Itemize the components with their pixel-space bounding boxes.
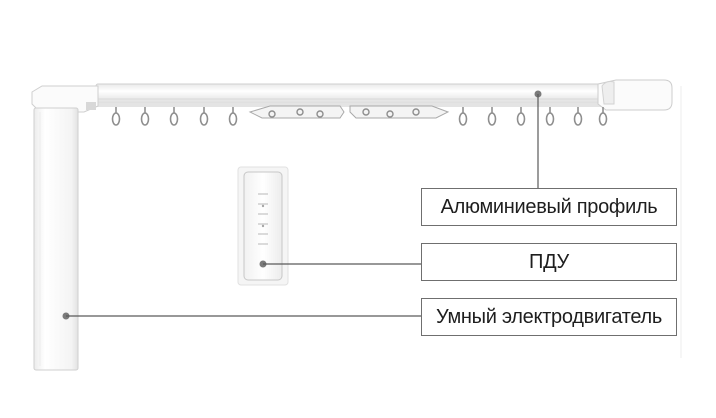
rail-left-end-cap [31, 85, 99, 113]
hook [573, 107, 583, 126]
hook [516, 107, 526, 126]
smart-motor [33, 107, 79, 371]
leader-motor [62, 312, 421, 320]
label-smart-motor-text: Умный электродвигатель [435, 305, 663, 328]
leader-remote [259, 260, 421, 268]
label-aluminium-profile: Алюминиевый профиль [421, 188, 677, 226]
label-aluminium-profile-text: Алюминиевый профиль [440, 195, 658, 218]
hook [111, 107, 121, 126]
curtain-carriers-center [248, 105, 450, 119]
hook [545, 107, 555, 126]
hook [169, 107, 179, 126]
hook [199, 107, 209, 126]
curtain-hooks-right [458, 107, 608, 126]
curtain-hooks-left [111, 107, 238, 126]
hook [458, 107, 468, 126]
hook [598, 107, 608, 126]
hook [228, 107, 238, 126]
label-remote-control-text: ПДУ [529, 250, 569, 273]
hook [487, 107, 497, 126]
label-remote-control: ПДУ [421, 243, 677, 281]
label-smart-motor: Умный электродвигатель [421, 298, 677, 336]
leader-profile [534, 90, 542, 188]
rail-right-end-cap [597, 79, 673, 111]
hook [140, 107, 150, 126]
remote-control [237, 166, 289, 286]
